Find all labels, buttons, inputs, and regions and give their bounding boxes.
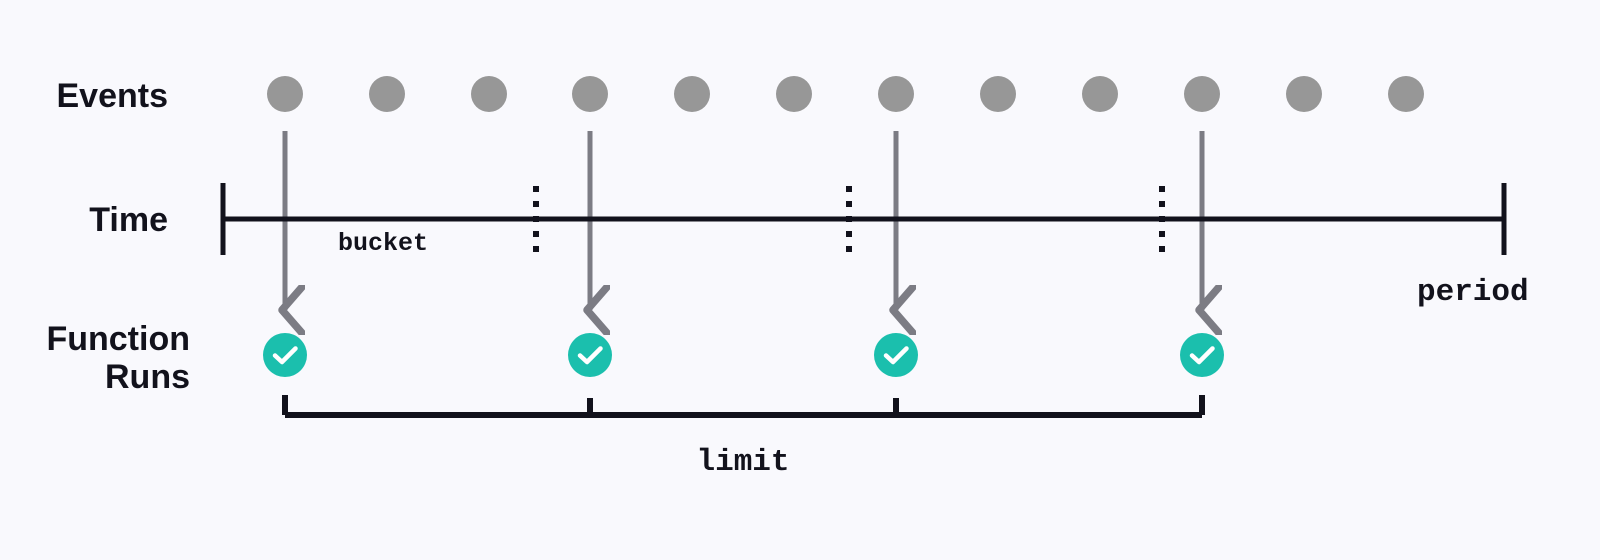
event-dot bbox=[878, 76, 914, 112]
event-dot bbox=[471, 76, 507, 112]
event-dot bbox=[674, 76, 710, 112]
check-icon bbox=[272, 346, 298, 365]
event-dot bbox=[1082, 76, 1118, 112]
function-run-success bbox=[1180, 333, 1224, 377]
event-dot bbox=[572, 76, 608, 112]
success-circle bbox=[568, 333, 612, 377]
function-runs-row-label-line1: Function bbox=[46, 320, 190, 358]
event-dot bbox=[1184, 76, 1220, 112]
event-dot bbox=[776, 76, 812, 112]
success-circle bbox=[263, 333, 307, 377]
success-circle bbox=[874, 333, 918, 377]
success-circle bbox=[1180, 333, 1224, 377]
limit-bracket bbox=[282, 395, 1205, 418]
bucket-label: bucket bbox=[338, 229, 428, 258]
function-run-success bbox=[568, 333, 612, 377]
function-run-success bbox=[874, 333, 918, 377]
time-axis bbox=[220, 183, 1507, 255]
check-icon bbox=[883, 346, 909, 365]
events-row-label: Events bbox=[57, 77, 169, 115]
event-dot bbox=[267, 76, 303, 112]
limit-label: limit bbox=[696, 445, 789, 480]
event-dot bbox=[1286, 76, 1322, 112]
function-runs-row-label-line2: Runs bbox=[105, 358, 190, 396]
event-dot bbox=[369, 76, 405, 112]
event-dot bbox=[1388, 76, 1424, 112]
events-dot-group bbox=[267, 76, 1424, 112]
check-icon bbox=[577, 346, 603, 365]
check-icon bbox=[1189, 346, 1215, 365]
function-run-group bbox=[263, 333, 1224, 377]
period-label: period bbox=[1417, 275, 1529, 310]
time-row-label: Time bbox=[89, 201, 168, 239]
function-run-success bbox=[263, 333, 307, 377]
event-dot bbox=[980, 76, 1016, 112]
